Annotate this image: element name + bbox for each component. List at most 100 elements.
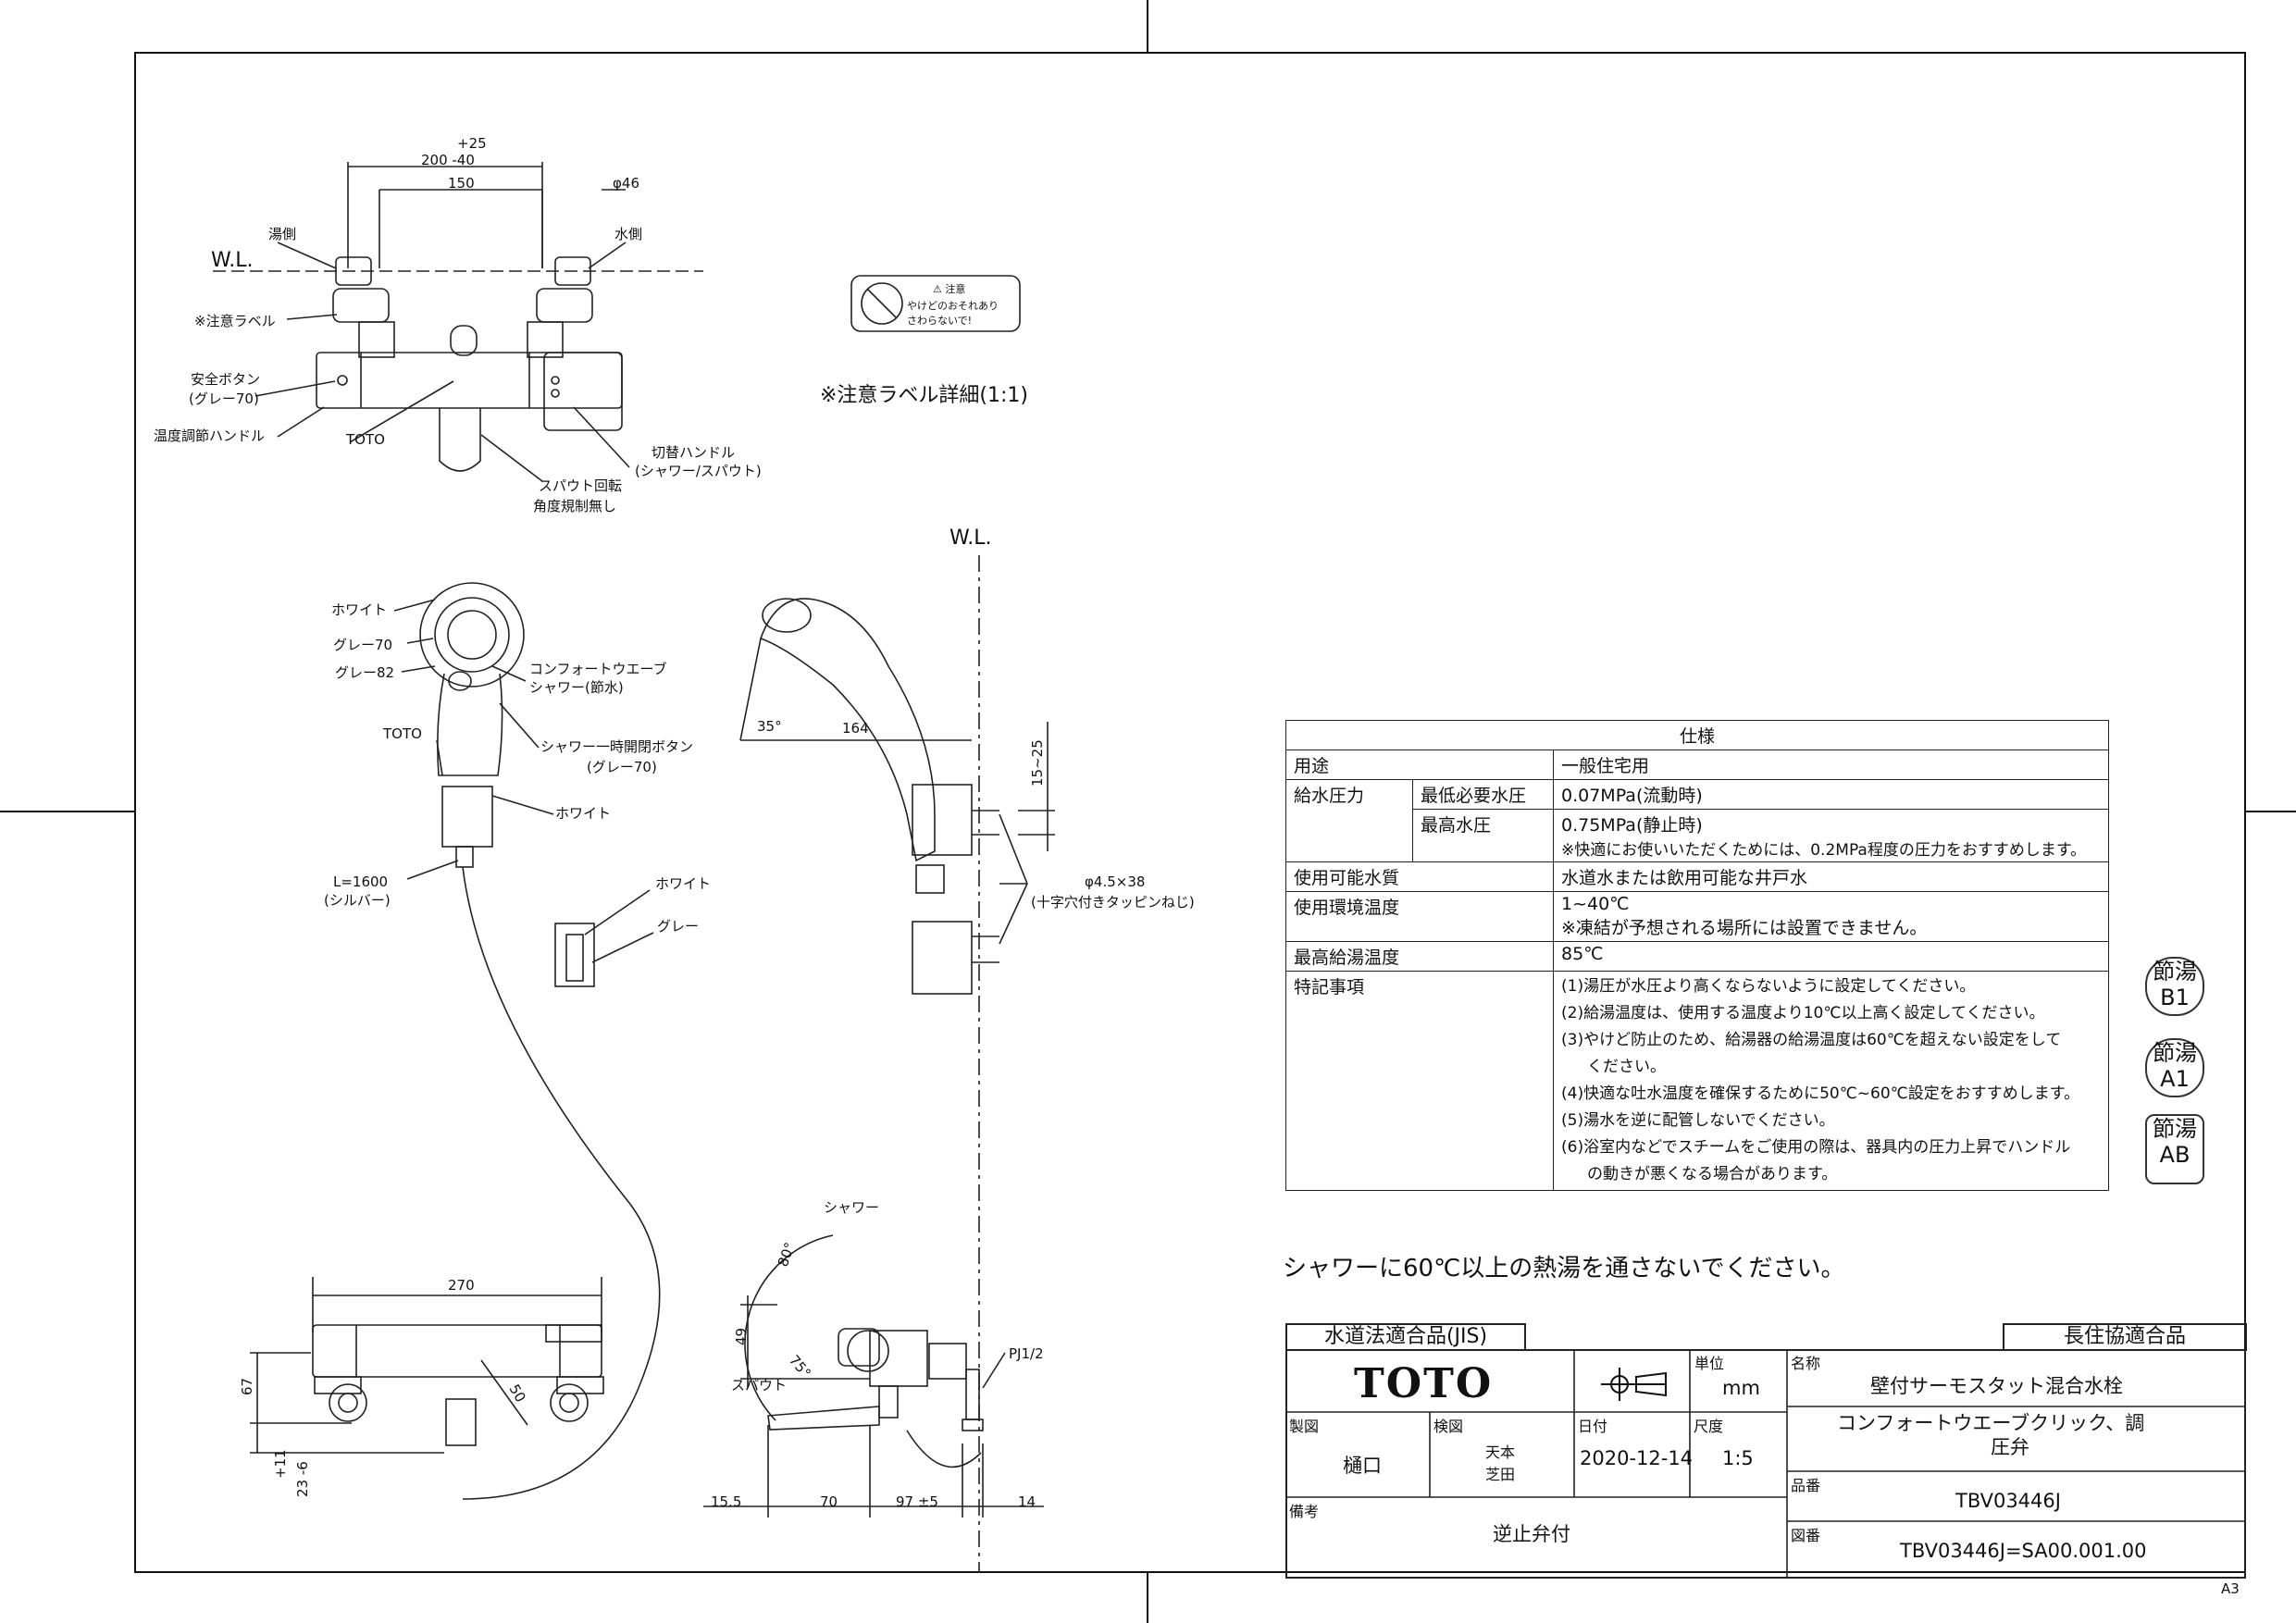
caution-icon-text-2: やけどのおそれあり [907,300,999,312]
spec-note-item: (3)やけど防止のため、給湯器の給湯温度は60℃を超えない設定をして [1561,1031,2062,1049]
drawing-number-label: 図番 [1791,1527,1821,1544]
white-label-3: ホワイト [655,875,711,892]
spec-max-hot-key: 最高給湯温度 [1285,941,1554,972]
checked-by-1: 天本 [1485,1443,1516,1461]
spec-max-pressure-cell: 0.75MPa(静止時) ※快適にお使いいただくためには、0.2MPa程度の圧力… [1553,809,2109,862]
switch-handle-sub: (シャワー/スパウト) [635,463,762,479]
spec-pressure-note: ※快適にお使いいただくためには、0.2MPa程度の圧力をおすすめします。 [1561,841,2087,860]
gray82-label: グレー82 [335,664,394,681]
date-value: 2020-12-14 [1580,1447,1694,1469]
hot-water-warning: シャワーに60℃以上の熱湯を通さないでください。 [1283,1255,1845,1282]
dim-23: 23 -6 [294,1461,311,1497]
wl-label: W.L. [211,249,253,272]
spec-env-temp-cell: 1~40℃ ※凍結が予想される場所には設置できません。 [1553,891,2109,942]
angle-75: 75° [786,1352,814,1381]
dim-plus11: +11 [272,1449,289,1479]
comfort-wave-label: コンフォートウエーブ [529,661,667,677]
jis-compliance: 水道法適合品(JIS) [1285,1323,1526,1351]
hose-length: L=1600 [333,873,388,890]
gray70-label: グレー70 [333,637,392,653]
dim-15-5: 15.5 [711,1493,741,1510]
safety-button-label: 安全ボタン [191,371,260,388]
toto-logo: TOTO [1354,1360,1494,1407]
drawn-by: 樋口 [1343,1455,1382,1477]
unit-value: mm [1722,1377,1760,1399]
scale-value: 1:5 [1722,1447,1754,1469]
spec-usage-value: 一般住宅用 [1553,750,2109,780]
remarks-value: 逆止弁付 [1493,1523,1570,1545]
angle-80: 80° [775,1240,799,1269]
dim-270: 270 [448,1277,475,1294]
temp-handle-label: 温度調節ハンドル [154,427,265,444]
spec-note-item: ください。 [1587,1058,1666,1076]
spec-title: 仕様 [1285,720,2109,750]
caution-label-text: ※注意ラベル [194,313,276,329]
product-name-1: 壁付サーモスタット混合水栓 [1870,1375,2123,1397]
part-label: 品番 [1791,1477,1821,1494]
spec-env-temp-key: 使用環境温度 [1285,891,1554,942]
caution-icon-text-1: ⚠ 注意 [933,282,965,295]
spec-water-key: 使用可能水質 [1285,861,1554,892]
spec-max-pressure-key: 最高水圧 [1412,809,1554,862]
spec-note-item: (2)給湯温度は、使用する温度より10℃以上高く設定してください。 [1561,1004,2045,1022]
dim-150: 150 [448,175,475,192]
caution-icon-text-3: さわらないで! [907,315,972,327]
spec-env-temp-note: ※凍結が予想される場所には設置できません。 [1561,918,1928,938]
gray-label: グレー [657,918,699,935]
spec-max-hot-value: 85℃ [1553,941,2109,972]
white-label-2: ホワイト [555,805,611,822]
dim-67: 67 [239,1378,255,1395]
dim-200: 200 -40 [421,152,475,168]
checked-by-2: 芝田 [1485,1466,1516,1483]
dim-plus25: +25 [457,135,487,152]
badge-top: 節湯 [2153,959,2197,985]
unit-label: 単位 [1694,1355,1725,1372]
comfort-wave-sub: シャワー(節水) [529,679,624,696]
wl-label-2: W.L. [949,527,991,550]
dim-97: 97 ±5 [896,1493,938,1510]
shower-button-label: シャワー一時開閉ボタン [540,738,693,755]
dim-phi46: φ46 [613,175,639,192]
choju-compliance: 長住協適合品 [2003,1323,2247,1351]
product-name-3: 圧弁 [1991,1436,2029,1458]
badge-bottom: AB [2159,1142,2191,1168]
water-save-badge-a1: 節湯 A1 [2145,1038,2204,1097]
spout-rotation-label: スパウト回転 [539,477,622,494]
dim-14: 14 [1018,1493,1036,1510]
spec-note-item: (1)湯圧が水圧より高くならないように設定してください。 [1561,977,1976,996]
sheet-size: A3 [2221,1580,2240,1597]
spec-min-pressure-value: 0.07MPa(流動時) [1553,779,2109,810]
shower-button-sub: (グレー70) [587,759,657,775]
dim-50: 50 [506,1381,529,1406]
caution-detail-title: ※注意ラベル詳細(1:1) [820,384,1028,407]
remarks-label: 備考 [1289,1503,1320,1520]
spec-note-item: (4)快適な吐水温度を確保するために50℃~60℃設定をおすすめします。 [1561,1084,2080,1103]
spout-position-label: スパウト [731,1377,787,1394]
shower-position-label: シャワー [824,1199,879,1216]
checked-label: 検図 [1433,1418,1464,1435]
badge-bottom: A1 [2160,1066,2190,1092]
title-block: TOTO 単位 mm 名称 壁付サーモスタット混合水栓 コンフォートウエーブクリ… [1285,1349,2246,1579]
spec-note-item: (6)浴室内などでスチームをご使用の際は、器具内の圧力上昇でハンドル [1561,1138,2071,1157]
spout-rotation-sub: 角度規制無し [533,498,616,514]
spec-water-value: 水道水または飲用可能な井戸水 [1553,861,2109,892]
screw-spec: φ4.5×38 [1085,873,1145,890]
water-save-badge-b1: 節湯 B1 [2145,957,2204,1016]
spec-notes-key: 特記事項 [1285,971,1554,1191]
dim-70: 70 [820,1493,838,1510]
drawn-label: 製図 [1289,1418,1320,1435]
angle-35: 35° [757,718,782,735]
spec-min-pressure-key: 最低必要水圧 [1412,779,1554,810]
part-number: TBV03446J [1955,1490,2061,1512]
switch-handle-label: 切替ハンドル [652,444,735,461]
safety-button-color: (グレー70) [189,390,259,407]
spec-usage-key: 用途 [1285,750,1554,780]
drawing-number: TBV03446J=SA00.001.00 [1900,1540,2147,1562]
hot-side-label: 湯側 [268,226,296,242]
toto-mark-label: TOTO [345,431,385,448]
badge-bottom: B1 [2160,985,2190,1010]
product-name-2: コンフォートウエーブクリック、調 [1837,1412,2145,1434]
spec-note-item: の動きが悪くなる場合があります。 [1587,1165,1838,1183]
dim-15-25: 15~25 [1029,739,1046,787]
water-save-badge-ab: 節湯 AB [2145,1114,2204,1184]
